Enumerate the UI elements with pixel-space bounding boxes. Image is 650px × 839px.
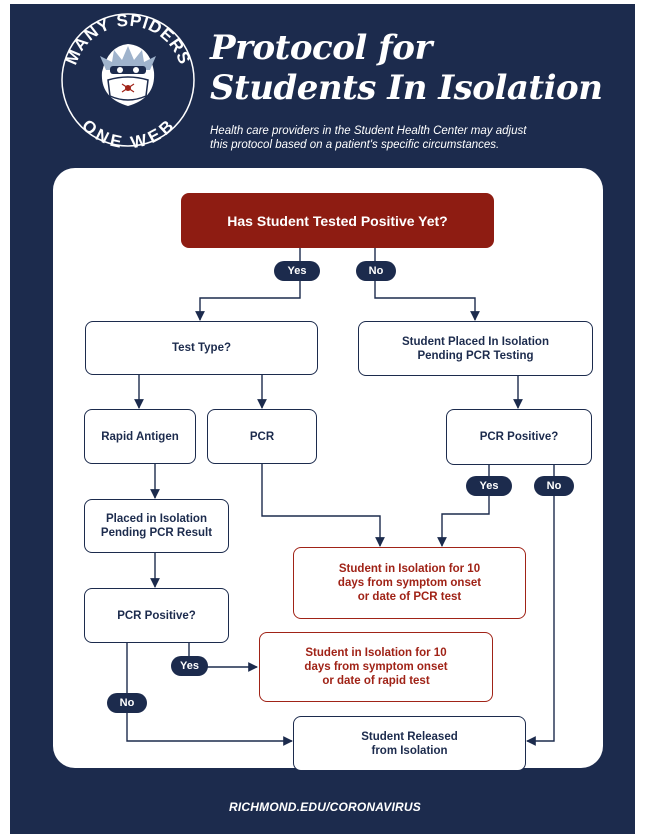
isolation-rapid-line-1: Student in Isolation for 10 <box>305 647 447 659</box>
released-line-1: Student Released <box>361 730 458 743</box>
pcr-positive-question-left: PCR Positive? <box>84 588 229 643</box>
footer-url: RICHMOND.EDU/CORONAVIRUS <box>229 800 421 814</box>
title-line-2: Students In Isolation <box>210 68 603 108</box>
pending-pcr-testing-line-2: Pending PCR Testing <box>417 349 534 362</box>
many-spiders-one-web-logo: MANY SPIDERS ONE WEB <box>61 11 195 150</box>
pcr-positive-question-right: PCR Positive? <box>446 409 592 465</box>
pending-pcr-result-line-1: Placed in Isolation <box>106 513 207 525</box>
isolation-rapid-line-2: days from symptom onset <box>304 661 448 673</box>
isolation-pcr-line-2: days from symptom onset <box>337 577 482 589</box>
isolation-pending-pcr-testing: Student Placed In Isolation Pending PCR … <box>358 321 593 376</box>
released-line-2: from Isolation <box>371 744 448 757</box>
page-title: Protocol for Students In Isolation <box>210 28 603 108</box>
rapid-antigen-node: Rapid Antigen <box>84 409 196 464</box>
isolation-pending-pcr-result: Placed in Isolation Pending PCR Result <box>84 499 229 553</box>
test-type-question: Test Type? <box>85 321 318 375</box>
subtitle-line-2: this protocol based on a patient's speci… <box>210 139 500 151</box>
tested-positive-question: Has Student Tested Positive Yet? <box>181 193 494 248</box>
pending-pcr-result-line-2: Pending PCR Result <box>100 527 213 539</box>
pcr-node: PCR <box>207 409 317 464</box>
isolation-pcr-line-3: or date of PCR test <box>357 591 462 603</box>
right-no-pill: No <box>534 476 574 496</box>
start-no-pill: No <box>356 261 396 281</box>
page-subtitle: Health care providers in the Student Hea… <box>210 124 570 152</box>
left-yes-pill: Yes <box>171 656 208 676</box>
right-yes-pill: Yes <box>466 476 512 496</box>
start-yes-pill: Yes <box>274 261 320 281</box>
left-no-pill: No <box>107 693 147 713</box>
isolation-pcr-line-1: Student in Isolation for 10 <box>338 563 481 575</box>
spider-mascot-icon <box>100 44 156 106</box>
title-line-1: Protocol for <box>210 28 432 68</box>
subtitle-line-1: Health care providers in the Student Hea… <box>210 125 527 137</box>
isolation-rapid-line-3: or date of rapid test <box>322 675 430 687</box>
released-from-isolation: Student Released from Isolation <box>293 716 526 771</box>
pending-pcr-testing-line-1: Student Placed In Isolation <box>402 335 549 348</box>
isolation-10-days-rapid: Student in Isolation for 10 days from sy… <box>259 632 493 702</box>
isolation-10-days-pcr: Student in Isolation for 10 days from sy… <box>293 547 526 619</box>
